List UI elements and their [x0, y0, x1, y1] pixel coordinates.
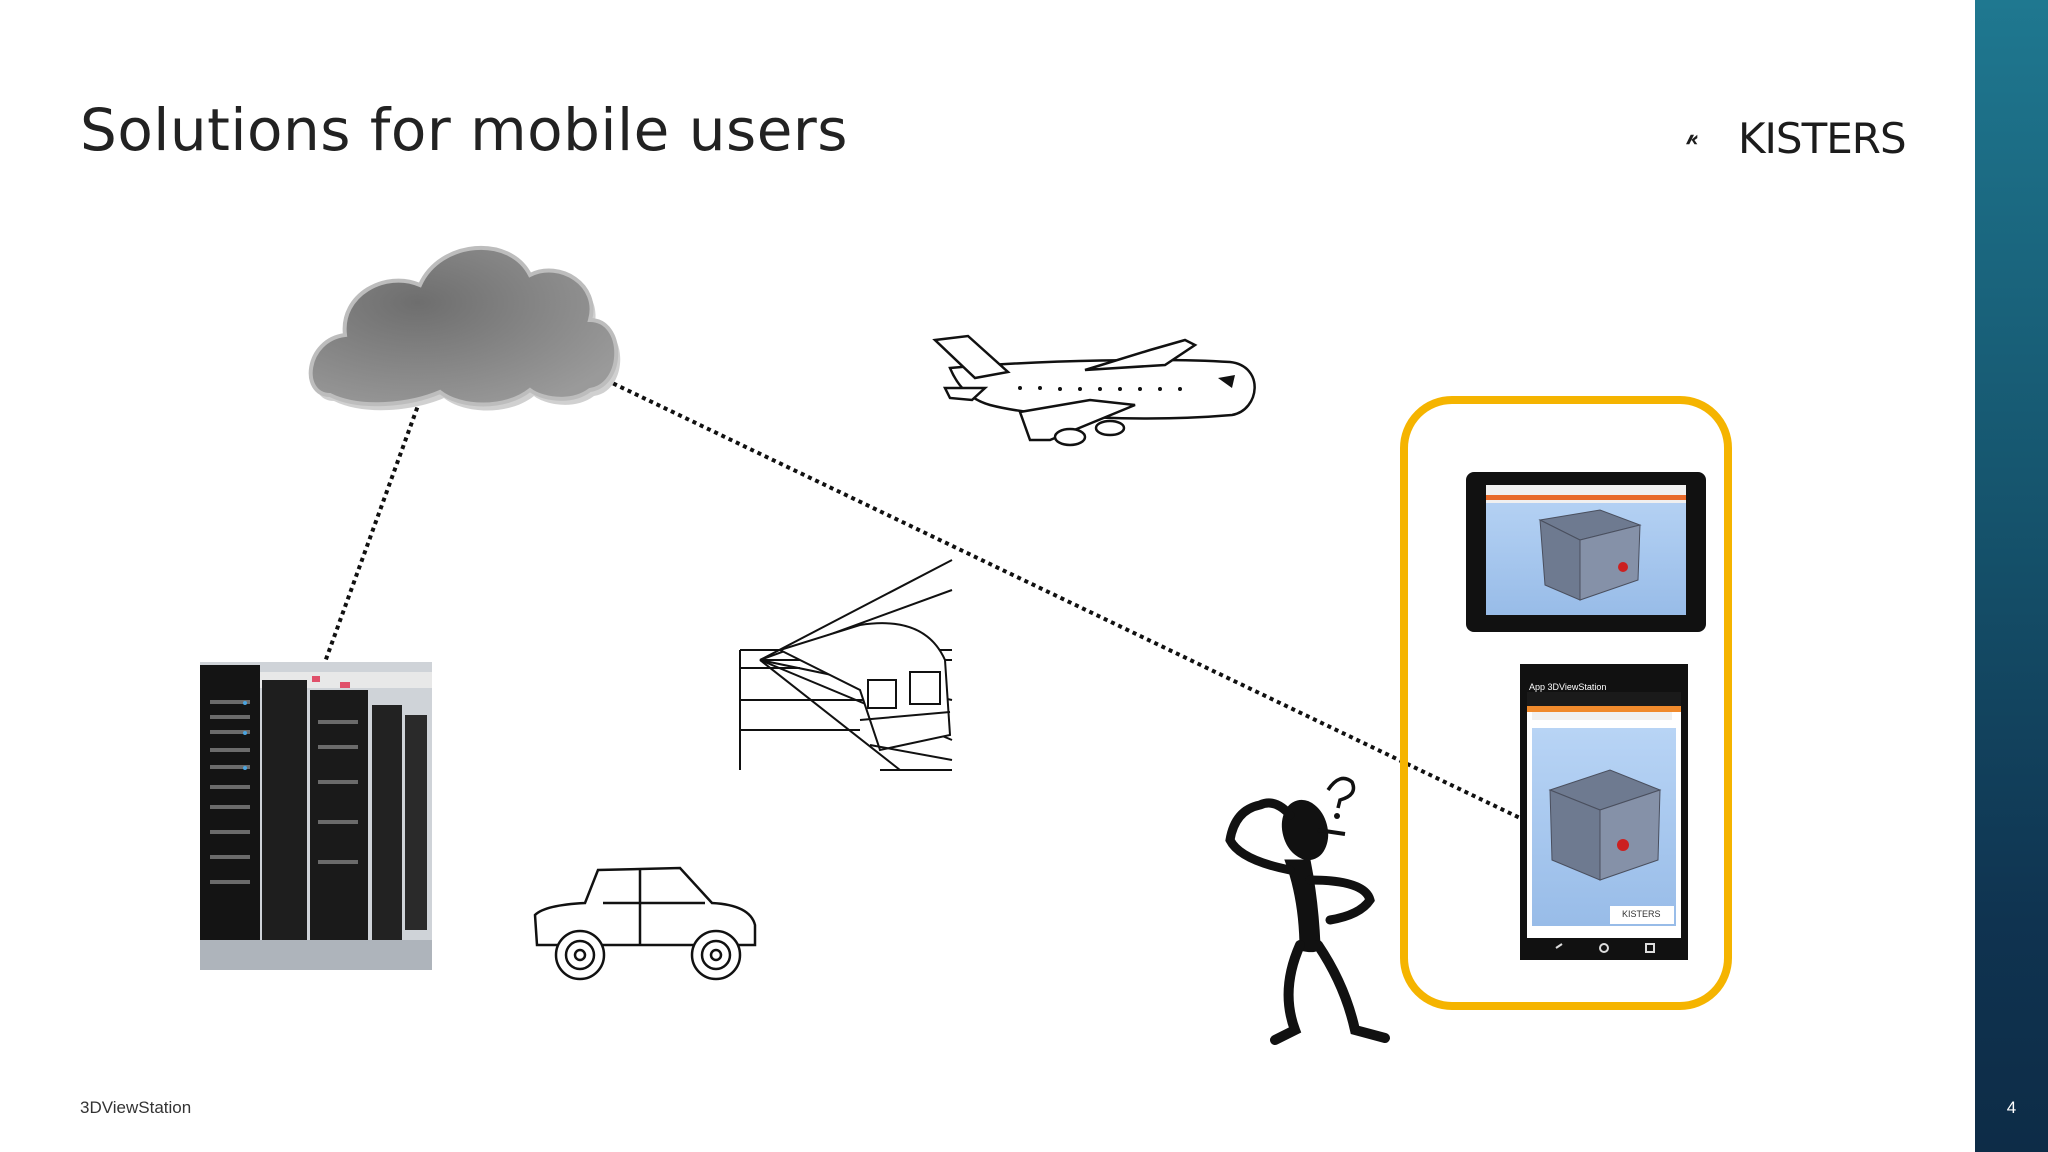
side-band	[1975, 0, 2048, 1152]
thinking-person-icon	[1225, 776, 1390, 1045]
cloud-icon	[308, 245, 621, 411]
connection-lines	[323, 378, 1521, 820]
slide-title: Solutions for mobile users	[80, 96, 848, 164]
server-rack-image	[200, 662, 432, 970]
phone-branding: KISTERS	[1622, 909, 1661, 919]
footer-text: 3DViewStation	[80, 1098, 192, 1117]
tablet-device-image	[1466, 472, 1706, 632]
phone-device-image	[1520, 664, 1688, 960]
car-icon	[533, 866, 757, 981]
page-number: 4	[2006, 1098, 2017, 1117]
airplane-icon	[932, 334, 1256, 447]
logo-text: KISTERS	[1738, 114, 1907, 163]
phone-3d-model	[1548, 769, 1662, 881]
train-icon	[739, 559, 953, 771]
tablet-3d-model	[1538, 509, 1642, 601]
kisters-logo-icon	[1686, 134, 1698, 145]
mobile-devices-highlight-frame	[1400, 396, 1732, 1010]
phone-app-title: App 3DViewStation	[1529, 682, 1607, 692]
